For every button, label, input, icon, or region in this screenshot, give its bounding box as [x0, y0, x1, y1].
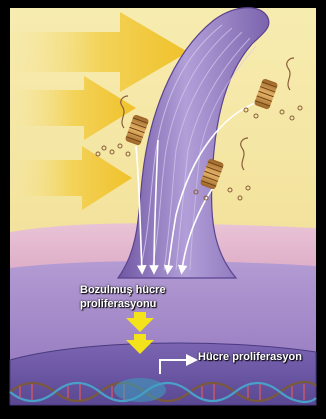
impaired-proliferation-label: Bozulmuş hücre proliferasyonu — [80, 283, 166, 311]
cell-proliferation-label: Hücre proliferasyon — [198, 350, 302, 364]
impaired-proliferation-line2: proliferasyonu — [80, 297, 166, 311]
impaired-proliferation-line1: Bozulmuş hücre — [80, 283, 166, 297]
transcription-complex — [114, 378, 166, 402]
